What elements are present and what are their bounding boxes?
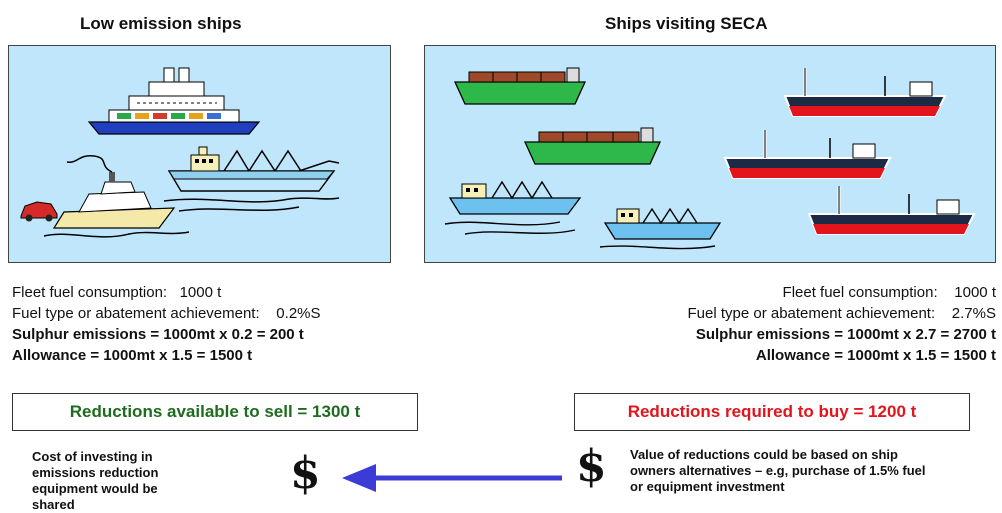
left-info-block: Fleet fuel consumption: 1000 t Fuel type… xyxy=(12,282,321,366)
seca-ships-panel xyxy=(424,45,996,263)
tanker-icon xyxy=(807,186,976,235)
left-fuel-type: Fuel type or abatement achievement: 0.2%… xyxy=(12,305,321,322)
dollar-icon: $ xyxy=(290,448,321,499)
car-icon xyxy=(20,201,58,222)
right-allowance: Allowance = 1000mt x 1.5 = 1500 t xyxy=(755,347,996,364)
left-fuel-consumption: Fleet fuel consumption: 1000 t xyxy=(12,284,222,301)
container-ship-icon xyxy=(523,127,662,165)
reductions-buy-box: Reductions required to buy = 1200 t xyxy=(574,393,970,431)
cargo-ship-icon xyxy=(444,180,582,235)
container-ship-icon xyxy=(453,67,587,105)
ferry-icon xyxy=(87,67,261,135)
right-panel-title: Ships visiting SECA xyxy=(605,14,768,33)
right-fuel-type: Fuel type or abatement achievement: 2.7%… xyxy=(687,305,996,322)
cargo-ship-icon xyxy=(163,146,340,212)
left-allowance: Allowance = 1000mt x 1.5 = 1500 t xyxy=(12,347,253,364)
right-sulphur-emissions: Sulphur emissions = 1000mt x 2.7 = 2700 … xyxy=(695,326,996,343)
dollar-icon: $ xyxy=(576,441,607,492)
reductions-sell-box: Reductions available to sell = 1300 t xyxy=(12,393,418,431)
left-cost-note: Cost of investing in emissions reduction… xyxy=(32,449,159,512)
right-info-block: Fleet fuel consumption: 1000 t Fuel type… xyxy=(687,282,996,366)
arrow-left-icon xyxy=(342,464,562,492)
tanker-icon xyxy=(783,68,947,117)
cargo-ship-icon xyxy=(599,207,722,250)
tanker-icon xyxy=(723,130,892,179)
yacht-icon xyxy=(43,155,190,238)
left-panel-title: Low emission ships xyxy=(80,14,242,33)
low-emission-ships-panel xyxy=(8,45,391,263)
left-sulphur-emissions: Sulphur emissions = 1000mt x 0.2 = 200 t xyxy=(12,326,304,343)
right-value-note: Value of reductions could be based on sh… xyxy=(630,447,926,494)
right-fuel-consumption: Fleet fuel consumption: 1000 t xyxy=(782,284,996,301)
